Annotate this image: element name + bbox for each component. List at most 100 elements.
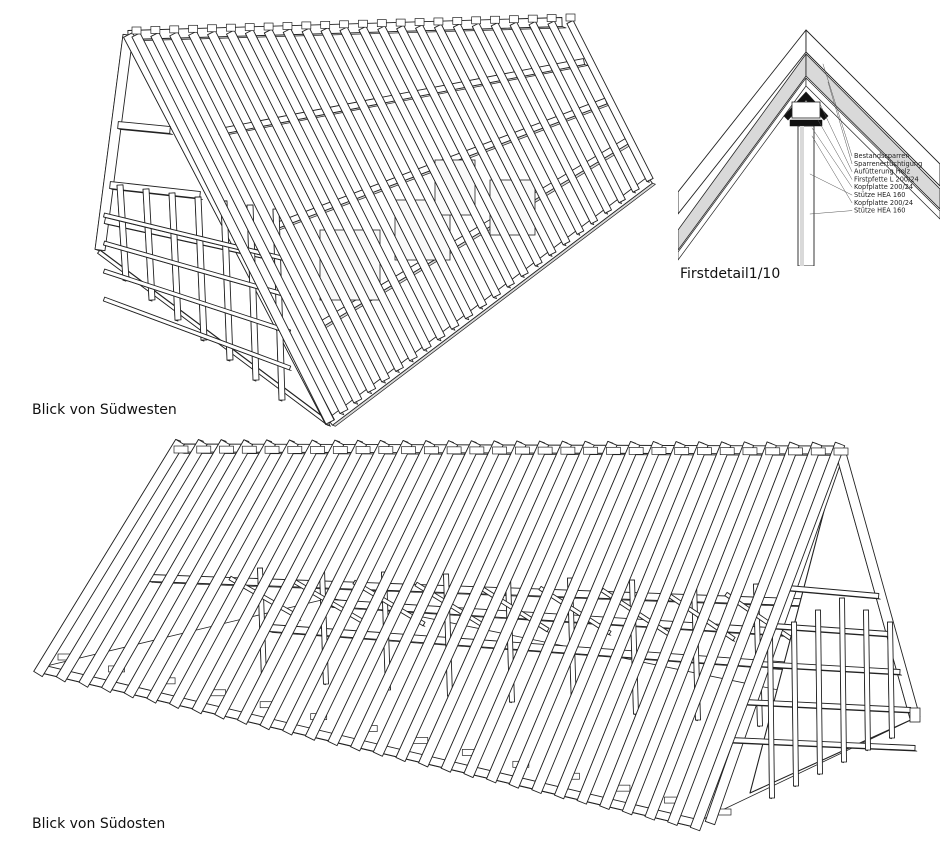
se-ridge-block-27: [788, 447, 803, 456]
se-rafter-19-face: [463, 440, 618, 778]
sw-rafter-20-face: [509, 21, 612, 214]
se-ridge-block-25: [742, 447, 758, 456]
se-rafter-12: [304, 440, 459, 741]
sw-rafter-18-face: [471, 22, 585, 235]
sw-rafter-6-face: [244, 29, 418, 362]
sw-ridge-block-15: [414, 18, 425, 26]
detail-inner-right: [805, 77, 940, 220]
se-gable-foot: [909, 707, 921, 723]
sw-rafter-12-face: [358, 25, 501, 298]
sw-gable-post-2: [168, 192, 182, 322]
se-ridge-block-2: [219, 445, 234, 454]
sw-rafter-4: [207, 30, 390, 384]
sw-rafter-8: [282, 28, 446, 342]
sw-rafter-3: [188, 30, 377, 395]
sw-rafter-9: [301, 27, 460, 331]
detail-label-0: Bestandssparren: [854, 152, 910, 160]
se-gable-post-2-face: [815, 609, 823, 775]
se-rafter-0: [33, 438, 185, 678]
se-ridge-block-1: [196, 445, 212, 454]
se-ridge-block-6: [310, 446, 325, 454]
sw-rafter-9-face: [301, 27, 460, 330]
se-rafter-25-face: [599, 441, 755, 810]
se-rafter-29-face: [689, 441, 846, 832]
se-ridge-block-26: [765, 447, 781, 456]
se-rafter-2: [78, 439, 231, 688]
sw-rafter-17: [452, 23, 571, 247]
sw-gable-collar-1: [117, 121, 174, 135]
detail-reinforcement-left: [678, 53, 807, 251]
sw-rafter-17-face: [452, 23, 571, 246]
se-gable-post-5-face: [887, 621, 895, 739]
se-rafter-11-face: [282, 440, 436, 736]
se-ridge-block-10: [401, 446, 416, 455]
se-rafter-25: [599, 441, 755, 810]
se-rafter-16-face: [395, 440, 550, 763]
detail-leader-7: [809, 210, 853, 215]
se-rafter-14: [350, 440, 504, 752]
southwest-roof-structure-drawing: [94, 13, 656, 427]
se-rafter-4: [123, 439, 276, 699]
se-rafter-23-face: [553, 441, 709, 800]
sw-gable-rail-3: [102, 296, 292, 371]
sw-gable-post-1-face: [142, 188, 156, 301]
se-rafter-13-face: [327, 440, 481, 747]
se-rafter-4-face: [123, 439, 276, 699]
sw-rafter-23: [566, 19, 654, 183]
se-ridge-block-19: [606, 446, 621, 455]
se-ridge-block-21: [651, 447, 667, 455]
se-gable-post-5: [887, 621, 895, 740]
se-ridge-block-15: [515, 446, 530, 455]
se-rafter-7: [191, 439, 345, 715]
se-ridge-block-17: [560, 446, 576, 455]
view-southeast: [30, 428, 930, 833]
se-ridge-block-3: [241, 445, 257, 454]
se-rafter-16: [395, 440, 550, 763]
se-rafter-1-face: [55, 439, 208, 683]
sw-gable-rail-3-face: [102, 296, 292, 371]
sw-ridge-block-8: [282, 22, 293, 30]
sw-rafter-22-face: [547, 20, 640, 193]
se-ridge-block-8: [355, 446, 371, 454]
se-rafter-24: [576, 441, 732, 805]
sw-rafter-14-face: [396, 24, 529, 277]
sw-rafter-19-face: [490, 22, 599, 225]
sw-ridge-block-19: [490, 15, 500, 24]
se-ridge-block-14: [492, 446, 507, 455]
se-rafter-28: [667, 441, 823, 826]
sw-ridge-block-23: [565, 13, 576, 22]
sw-rafter-5-face: [226, 29, 404, 372]
sw-rafter-13-face: [377, 25, 515, 288]
se-gable-post-4-face: [863, 609, 871, 751]
sw-rafter-1: [150, 31, 349, 416]
sw-rafter-23-face: [566, 19, 654, 183]
detail-leader-4: [811, 127, 853, 188]
se-ridge-block-11: [423, 446, 439, 455]
se-ridge-block-9: [378, 446, 394, 454]
sw-rafter-10-face: [320, 27, 474, 320]
sw-gable-rafter-left-face: [94, 33, 134, 252]
sw-rafter-22: [547, 20, 640, 194]
sw-rafter-15-face: [415, 24, 543, 267]
sw-rafter-11: [339, 26, 488, 310]
sw-ridge-block-6: [244, 23, 255, 31]
se-rafter-8: [214, 439, 367, 720]
se-rafter-26: [621, 441, 777, 816]
sw-rafter-18: [471, 22, 585, 236]
se-rafter-21-face: [508, 441, 663, 789]
view-southwest: [90, 10, 660, 430]
se-rafter-3-face: [101, 439, 254, 693]
se-rafter-27-face: [644, 441, 800, 821]
se-rafter-17-face: [418, 440, 572, 768]
sw-ridge-block-17: [452, 17, 463, 25]
se-gable-post-4: [863, 609, 871, 752]
sw-rafter-16: [434, 23, 557, 257]
detail-rafter-right: [805, 29, 940, 187]
se-rafter-2-face: [78, 439, 231, 688]
se-gable-post-1: [791, 621, 799, 788]
detail-leader-3: [817, 119, 853, 180]
sw-rafter-2: [169, 31, 363, 405]
ridge-detail-drawing: BestandssparrenSparrenertüchtigungAufütt…: [678, 29, 940, 266]
sw-ridge-block-5: [225, 23, 236, 32]
se-rafter-22-face: [531, 441, 686, 794]
